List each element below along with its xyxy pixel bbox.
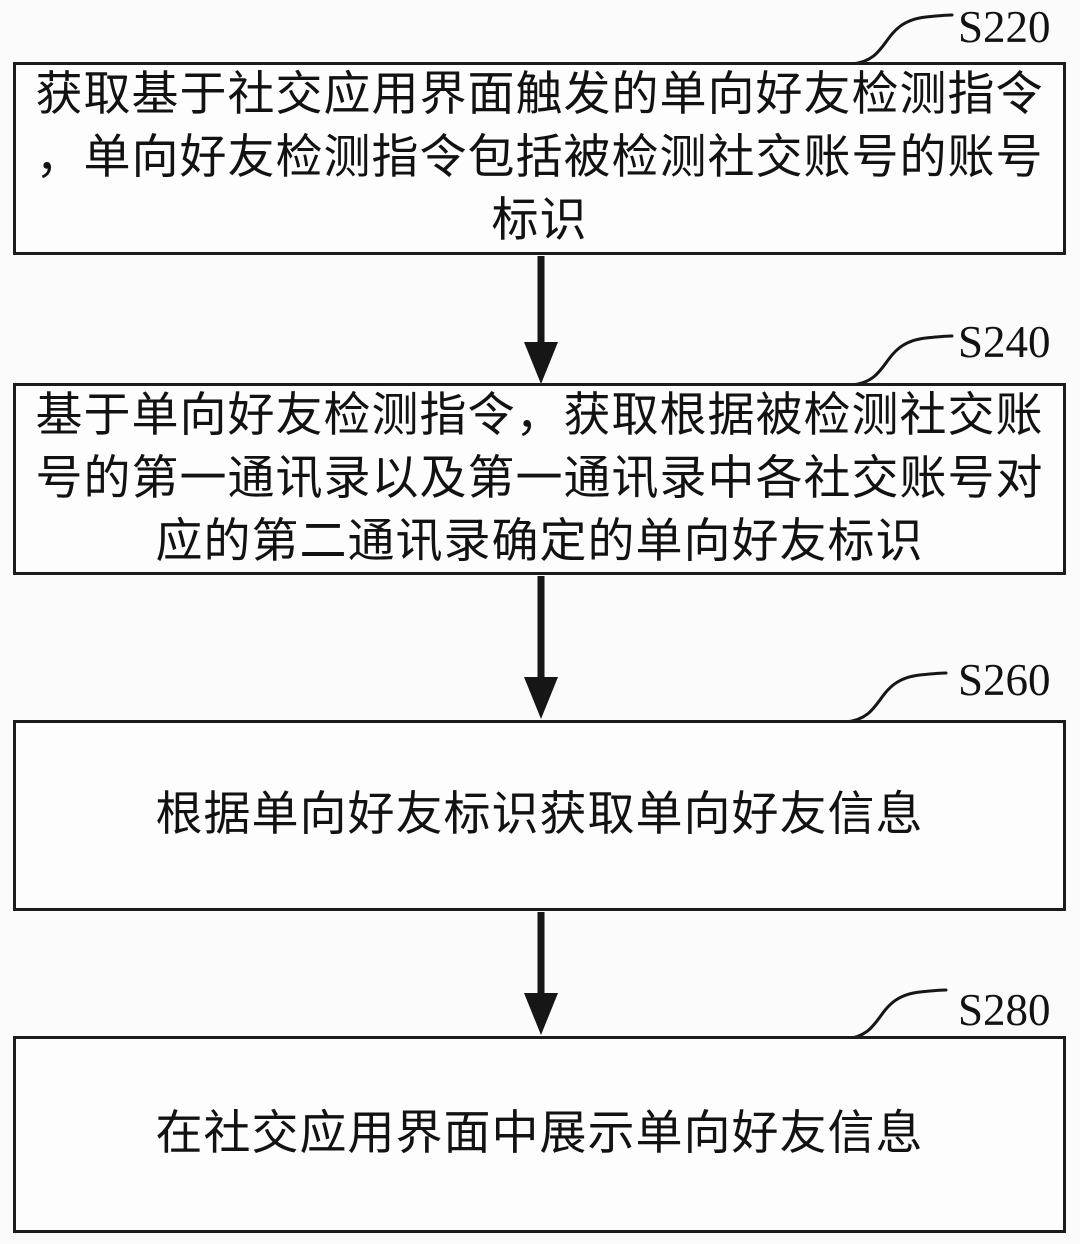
arrow-s220-to-s240 (524, 256, 558, 384)
step-box-s240: 基于单向好友检测指令，获取根据被检测社交账 号的第一通讯录以及第一通讯录中各社交… (13, 383, 1066, 575)
step-label-s280: S280 (958, 985, 1051, 1035)
step-s240-text-line-3: 应的第二通讯录确定的单向好友标识 (155, 515, 924, 568)
step-box-s220: 获取基于社交应用界面触发的单向好友检测指令 ，单向好友检测指令包括被检测社交账号… (13, 62, 1066, 255)
step-label-s220: S220 (958, 2, 1051, 52)
step-s280-text-line-1: 在社交应用界面中展示单向好友信息 (155, 1108, 924, 1160)
step-s240-text-line-1: 基于单向好友检测指令，获取根据被检测社交账 (35, 389, 1044, 442)
step-label-s240: S240 (958, 317, 1051, 367)
arrow-s260-to-s280 (524, 912, 558, 1035)
leader-line-s240 (850, 334, 954, 387)
arrow-s240-to-s260 (524, 576, 558, 719)
step-label-s260: S260 (958, 655, 1051, 705)
step-s220-text-line-3: 标识 (491, 195, 588, 247)
step-box-s260: 根据单向好友标识获取单向好友信息 (13, 720, 1066, 911)
leader-line-s280 (844, 988, 948, 1041)
step-s220-text-line-1: 获取基于社交应用界面触发的单向好友检测指令 (35, 69, 1044, 121)
step-s240-text-line-2: 号的第一通讯录以及第一通讯录中各社交账号对 (35, 452, 1044, 505)
step-s220-text-line-2: ，单向好友检测指令包括被检测社交账号的账号 (35, 132, 1044, 184)
step-s260-text-line-1: 根据单向好友标识获取单向好友信息 (155, 789, 924, 841)
leader-line-s260 (844, 671, 948, 724)
leader-line-s220 (850, 13, 954, 66)
step-box-s280: 在社交应用界面中展示单向好友信息 (13, 1036, 1066, 1233)
